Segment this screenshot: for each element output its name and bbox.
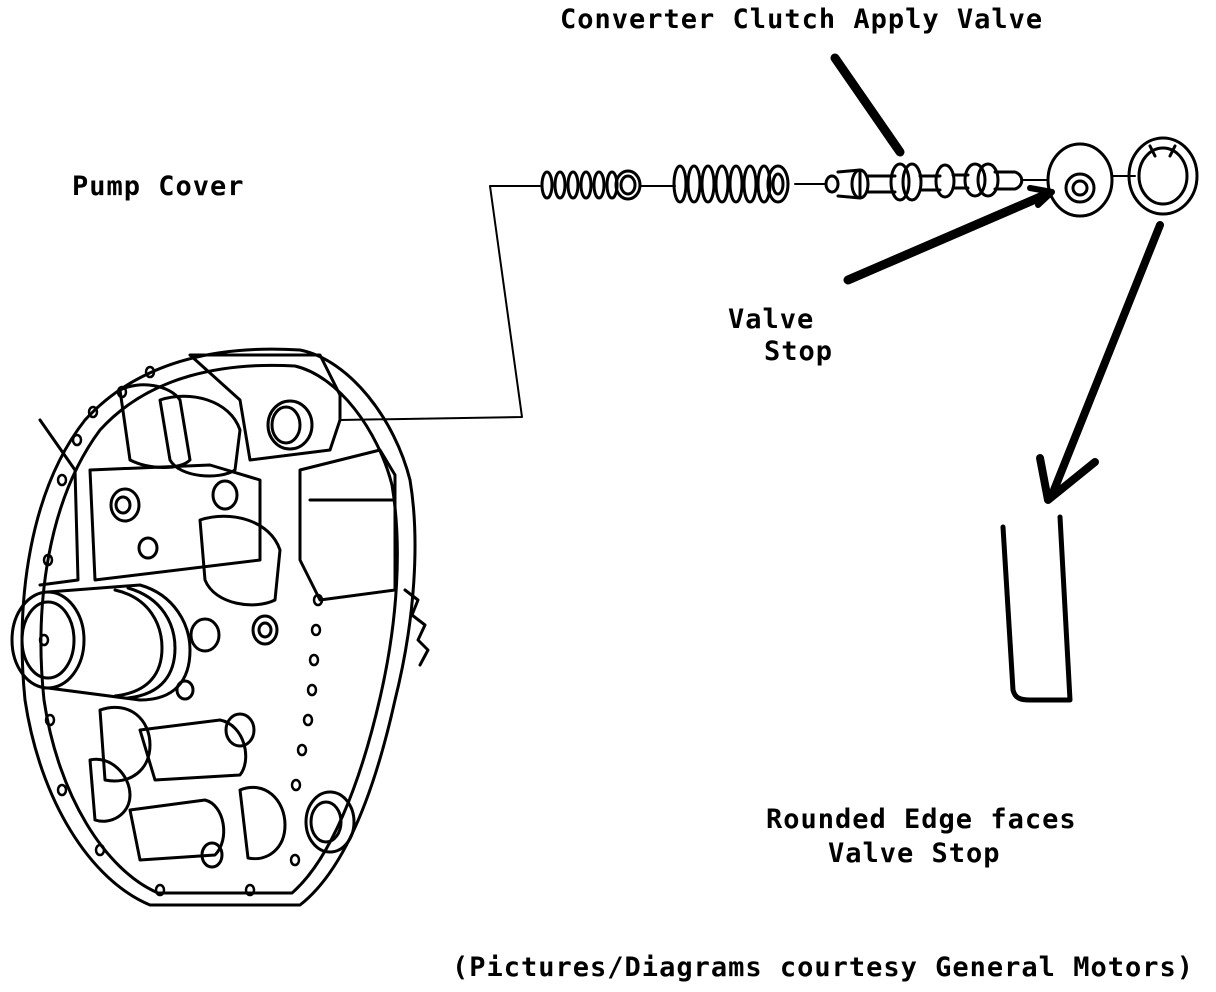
apply-valve-pointer <box>835 58 900 152</box>
pump-cover-label: Pump Cover <box>72 171 245 202</box>
large-spring <box>674 166 788 202</box>
clip-pointer <box>1052 225 1160 495</box>
valve-stop-pointer-tip <box>1030 188 1052 205</box>
valve-stop-label-line1: Valve <box>728 304 815 335</box>
converter-clutch-apply-valve-label: Converter Clutch Apply Valve <box>560 4 1044 35</box>
image-credit: (Pictures/Diagrams courtesy General Moto… <box>452 952 1194 983</box>
valve-stop-label-line2: Stop <box>764 336 834 367</box>
clip-pointer-head <box>1040 458 1095 500</box>
small-spring <box>542 171 640 199</box>
valve-stop <box>1048 144 1112 216</box>
rounded-edge-note-line2: Valve Stop <box>828 838 1001 869</box>
clip-side-view <box>1003 517 1070 700</box>
rounded-edge-note-line1: Rounded Edge faces <box>766 804 1077 835</box>
converter-clutch-apply-valve <box>826 164 1022 200</box>
valve-stop-pointer <box>848 195 1045 280</box>
retaining-clip <box>1129 138 1197 214</box>
pump-bore-connector <box>340 186 540 420</box>
pump-cover-illustration <box>12 349 428 905</box>
